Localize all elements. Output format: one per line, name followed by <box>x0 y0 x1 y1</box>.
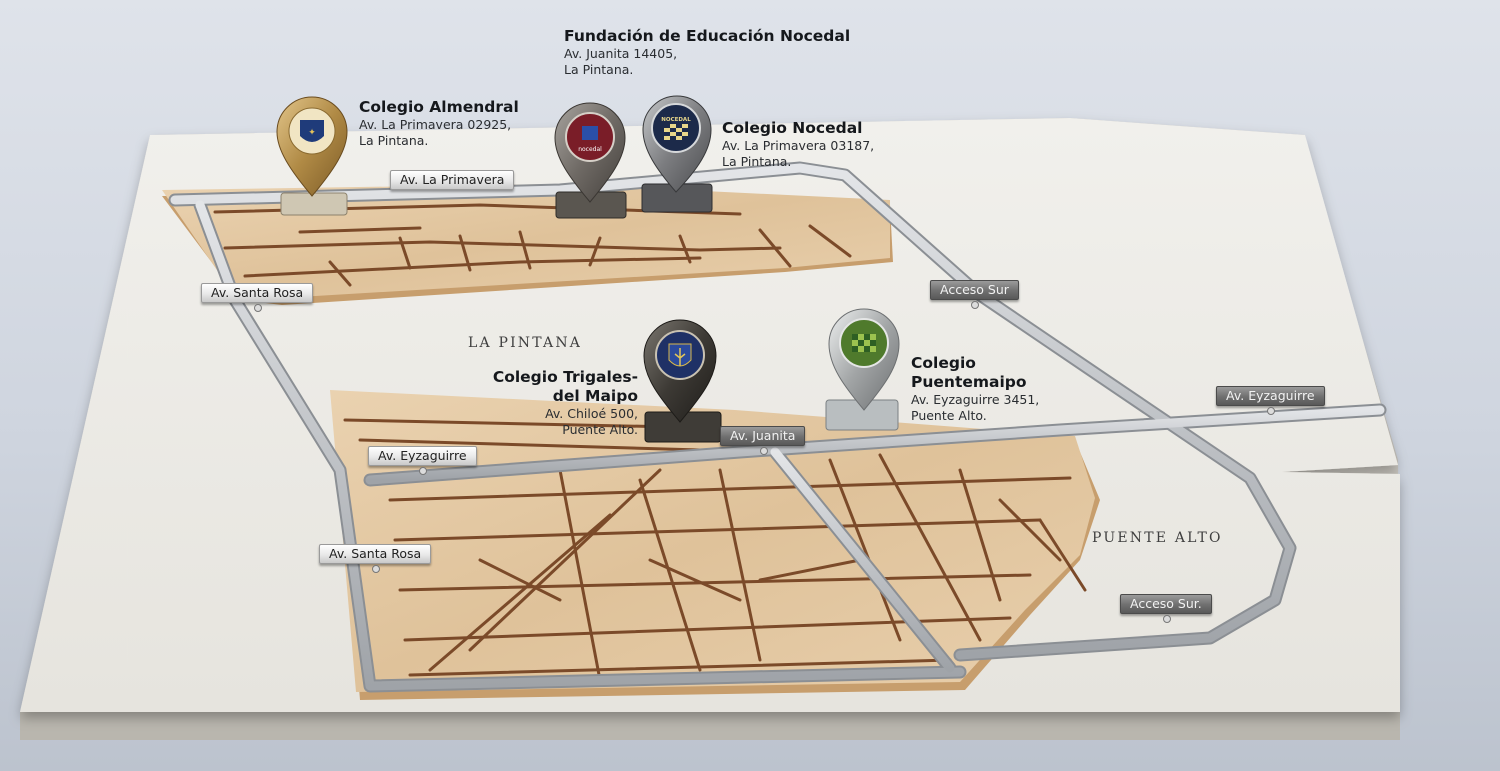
board-edge <box>20 712 1400 740</box>
road-tag-label: Av. Juanita <box>730 428 796 443</box>
la-pintana-wood-block <box>162 184 893 305</box>
pin-colegio-puentemaipo[interactable] <box>825 308 900 431</box>
road-tag-pin <box>254 304 263 312</box>
road-tag-label: Av. La Primavera <box>400 172 505 187</box>
badge-text-nocedal-upper: NOCEDAL <box>661 117 691 123</box>
road-tag-label: Av. Eyzaguirre <box>378 448 467 463</box>
road-tag-label: Acceso Sur <box>940 282 1009 297</box>
school-address-line1: Av. La Primavera 02925, <box>359 117 512 132</box>
school-address-line2: Puente Alto. <box>911 408 987 423</box>
school-address-line2: Puente Alto. <box>562 422 638 437</box>
school-name-line1: Colegio Trigales- <box>492 368 638 386</box>
callout-colegio-nocedal: Colegio Nocedal Av. La Primavera 03187, … <box>722 119 874 170</box>
school-name: Fundación de Educación Nocedal <box>564 27 851 45</box>
school-address-line2: La Pintana. <box>564 62 634 77</box>
school-address-line1: Av. La Primavera 03187, <box>722 138 875 153</box>
road-tag-pin <box>759 447 768 455</box>
school-name: Colegio Nocedal <box>722 119 863 137</box>
nocedal-n-logo-icon <box>582 126 598 140</box>
road-tag-eyzaguirre-left: Av. Eyzaguirre <box>368 446 477 475</box>
road-tag-santa-rosa-bottom: Av. Santa Rosa <box>319 544 432 573</box>
shield-crest-icon <box>300 120 324 142</box>
school-name-line2: del Maipo <box>552 387 638 405</box>
green-shield-icon <box>852 334 876 352</box>
school-address-line1: Av. Chiloé 500, <box>545 406 638 421</box>
road-tag-santa-rosa-top: Av. Santa Rosa <box>201 283 314 312</box>
pin-colegio-trigales-del-maipo[interactable] <box>643 319 722 443</box>
road-tag-label: Av. Eyzaguirre <box>1226 388 1315 403</box>
road-network <box>168 161 1387 693</box>
callout-colegio-almendral: Colegio Almendral Av. La Primavera 02925… <box>359 98 519 149</box>
road-tag-acceso-sur-top: Acceso Sur <box>930 280 1019 309</box>
school-name: Colegio Almendral <box>359 98 519 116</box>
road-tag-label: Av. Santa Rosa <box>329 546 422 561</box>
school-address-line2: La Pintana. <box>722 154 792 169</box>
school-address-line1: Av. Eyzaguirre 3451, <box>911 392 1040 407</box>
svg-text:✦: ✦ <box>308 128 316 138</box>
checkered-shield-icon <box>664 124 688 140</box>
district-label-la-pintana: LA PINTANA <box>468 335 583 351</box>
pin-colegio-nocedal[interactable]: NOCEDAL <box>641 95 713 213</box>
callout-colegio-puentemaipo: Colegio Puentemaipo Av. Eyzaguirre 3451,… <box>911 354 1039 424</box>
road-tag-juanita: Av. Juanita <box>720 426 806 455</box>
road-tag-pin <box>1267 407 1276 415</box>
road-tag-la-primavera: Av. La Primavera <box>390 170 515 190</box>
callout-colegio-trigales-del-maipo: Colegio Trigales- del Maipo Av. Chiloé 5… <box>470 368 638 438</box>
road-tag-pin <box>1162 615 1171 623</box>
school-name-line2: Puentemaipo <box>911 373 1027 391</box>
callout-fundacion-nocedal: Fundación de Educación Nocedal Av. Juani… <box>564 27 850 78</box>
road-tag-label: Av. Santa Rosa <box>211 285 304 300</box>
pin-colegio-almendral[interactable]: ✦ <box>276 96 348 216</box>
school-address-line2: La Pintana. <box>359 133 429 148</box>
road-tag-eyzaguirre-right: Av. Eyzaguirre <box>1216 386 1325 415</box>
road-tag-acceso-sur-bottom: Acceso Sur. <box>1120 594 1212 623</box>
district-label-puente-alto: PUENTE ALTO <box>1092 530 1223 546</box>
school-name-line1: Colegio <box>911 354 976 372</box>
road-tag-label: Acceso Sur. <box>1130 596 1202 611</box>
road-tag-pin <box>419 467 428 475</box>
badge-text-nocedal: nocedal <box>578 146 602 153</box>
road-tag-pin <box>372 565 381 573</box>
road-tag-pin <box>971 301 980 309</box>
school-address-line1: Av. Juanita 14405, <box>564 46 678 61</box>
pin-fundacion-nocedal[interactable]: nocedal <box>554 102 627 219</box>
